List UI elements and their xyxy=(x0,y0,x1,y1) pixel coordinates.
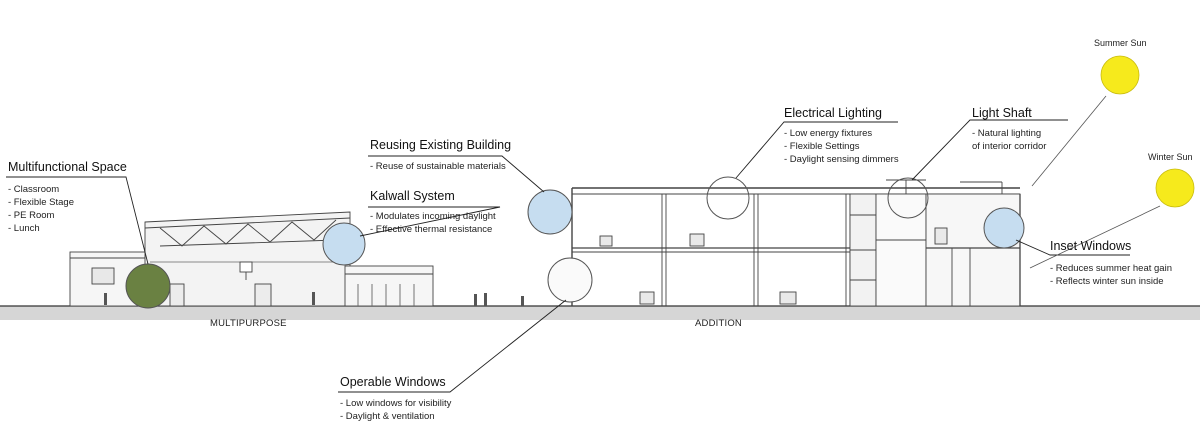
multifunctional-item: - PE Room xyxy=(8,210,55,221)
operable-item: - Daylight & ventilation xyxy=(340,411,435,422)
reusing-title: Reusing Existing Building xyxy=(370,138,512,152)
reusing-items: - Reuse of sustainable materials xyxy=(370,160,506,173)
people-figures xyxy=(104,292,524,306)
inset-title: Inset Windows xyxy=(1050,239,1132,253)
lightshaft-item: - Natural lighting xyxy=(972,128,1042,139)
inset-item: - Reflects winter sun inside xyxy=(1050,276,1164,287)
lightshaft-items: - Natural lighting of interior corridor xyxy=(972,127,1046,153)
electrical-item: - Daylight sensing dimmers xyxy=(784,154,899,165)
electrical-title: Electrical Lighting xyxy=(784,106,882,120)
kalwall-title: Kalwall System xyxy=(370,189,455,203)
leader-lines xyxy=(6,119,1130,393)
detail-inset xyxy=(983,207,1025,249)
multifunctional-title: Multifunctional Space xyxy=(8,160,127,174)
detail-circles xyxy=(125,176,1025,309)
multifunctional-item: - Flexible Stage xyxy=(8,197,75,208)
section-label-multipurpose: MULTIPURPOSE xyxy=(210,318,287,329)
section-label-addition: ADDITION xyxy=(695,318,742,329)
ground-band xyxy=(0,306,1200,320)
sun-rays xyxy=(1029,95,1161,269)
summer-sun-icon xyxy=(1100,55,1140,95)
electrical-item: - Flexible Settings xyxy=(784,141,860,152)
operable-items: - Low windows for visibility - Daylight … xyxy=(340,397,451,423)
detail-operable xyxy=(547,257,593,303)
addition-building xyxy=(571,179,1021,307)
detail-lightshaft xyxy=(887,177,929,219)
multifunctional-items: - Classroom - Flexible Stage - PE Room -… xyxy=(8,183,74,235)
electrical-item: - Low energy fixtures xyxy=(784,128,873,139)
kalwall-item: - Effective thermal resistance xyxy=(370,224,493,235)
summer-sun-label: Summer Sun xyxy=(1094,38,1147,48)
electrical-items: - Low energy fixtures - Flexible Setting… xyxy=(784,127,899,166)
operable-item: - Low windows for visibility xyxy=(340,398,452,409)
detail-kalwall xyxy=(322,222,366,266)
multifunctional-item: - Classroom xyxy=(8,184,60,195)
multipurpose-building xyxy=(69,211,434,307)
winter-sun-icon xyxy=(1155,168,1195,208)
inset-item: - Reduces summer heat gain xyxy=(1050,263,1172,274)
reusing-item: - Reuse of sustainable materials xyxy=(370,161,506,172)
lightshaft-title: Light Shaft xyxy=(972,106,1032,120)
detail-reusing xyxy=(527,189,573,235)
inset-items: - Reduces summer heat gain - Reflects wi… xyxy=(1050,262,1172,288)
kalwall-items: - Modulates incoming daylight - Effectiv… xyxy=(370,210,496,236)
kalwall-item: - Modulates incoming daylight xyxy=(370,211,496,222)
lightshaft-item: of interior corridor xyxy=(972,141,1047,152)
detail-multifunctional xyxy=(125,263,171,309)
detail-electrical xyxy=(706,176,750,220)
multifunctional-item: - Lunch xyxy=(8,223,40,234)
operable-title: Operable Windows xyxy=(340,375,446,389)
winter-sun-label: Winter Sun xyxy=(1148,152,1193,162)
